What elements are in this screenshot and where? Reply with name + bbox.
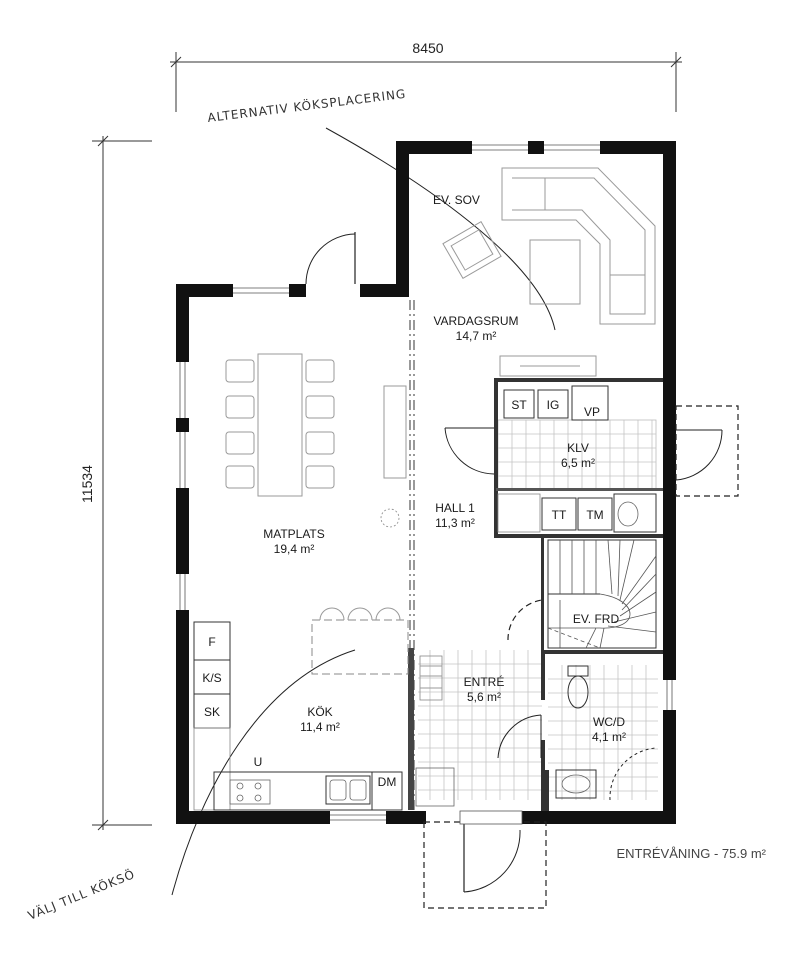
tile-grid-entre bbox=[418, 650, 542, 800]
wc-inner-door[interactable] bbox=[609, 747, 657, 801]
interior-walls bbox=[408, 300, 663, 811]
tile-grid-wc bbox=[548, 665, 658, 800]
kitchen-counter bbox=[213, 767, 455, 811]
room-label-klv: KLV bbox=[567, 441, 589, 455]
fixture-label-ks: K/S bbox=[202, 671, 221, 685]
room-label-matplats: MATPLATS bbox=[263, 527, 325, 541]
staircase bbox=[547, 539, 657, 649]
room-area-wcd: 4,1 m² bbox=[592, 730, 626, 744]
exterior-walls bbox=[176, 141, 676, 824]
klv-door[interactable] bbox=[444, 427, 495, 475]
room-label-kok: KÖK bbox=[307, 705, 332, 719]
dimension-height-label: 11534 bbox=[79, 465, 95, 503]
room-area-hall: 11,3 m² bbox=[435, 516, 475, 530]
shoe-rack bbox=[419, 655, 443, 701]
room-area-kok: 11,4 m² bbox=[300, 720, 340, 734]
room-label-wcd: WC/D bbox=[593, 715, 625, 729]
floor-caption: ENTRÉVÅNING - 75.9 m² bbox=[616, 846, 766, 861]
tv-unit bbox=[499, 355, 597, 377]
alternative-kitchen-arrow bbox=[325, 127, 556, 331]
room-label-vardagsrum: VARDAGSRUM bbox=[433, 314, 518, 328]
windows bbox=[176, 141, 676, 824]
coffee-table bbox=[529, 239, 581, 305]
wc-door[interactable] bbox=[497, 714, 542, 759]
fixture-label-u: U bbox=[254, 755, 263, 769]
kitchen-island-note: VÄLJ TILL KÖKSÖ bbox=[25, 865, 137, 923]
room-area-klv: 6,5 m² bbox=[561, 456, 595, 470]
sink-icon bbox=[555, 769, 597, 799]
dimension-width-label: 8450 bbox=[412, 40, 443, 56]
kitchen-island bbox=[311, 607, 409, 675]
ceiling-light-icon bbox=[380, 508, 400, 528]
dining-top-door[interactable] bbox=[305, 232, 360, 297]
side-porch bbox=[675, 405, 739, 497]
entrance-door[interactable] bbox=[459, 810, 523, 893]
dining-sideboard bbox=[383, 385, 407, 479]
fixture-label-tt: TT bbox=[552, 508, 567, 522]
room-label-entre: ENTRÉ bbox=[464, 674, 505, 689]
entrance-canopy bbox=[423, 821, 547, 909]
room-area-entre: 5,6 m² bbox=[467, 690, 501, 704]
room-area-matplats: 19,4 m² bbox=[274, 542, 315, 556]
fixture-label-st: ST bbox=[511, 398, 527, 412]
dining-table bbox=[225, 353, 335, 497]
kitchen-tall-units bbox=[193, 621, 231, 811]
toilet-icon bbox=[567, 665, 589, 709]
fixture-label-sk: SK bbox=[204, 705, 220, 719]
room-label-ev-frd: EV. FRD bbox=[573, 612, 620, 626]
dimension-height: 11534 bbox=[79, 135, 152, 831]
fixture-label-f: F bbox=[208, 635, 215, 649]
fixture-label-tm: TM bbox=[586, 508, 603, 522]
room-label-hall: HALL 1 bbox=[435, 501, 475, 515]
fixture-label-ig: IG bbox=[547, 398, 560, 412]
fixture-label-dm: DM bbox=[378, 775, 397, 789]
kitchen-island-arrow bbox=[171, 649, 356, 896]
room-label-ev-sov: EV. SOV bbox=[433, 193, 480, 207]
tile-grid-klv bbox=[497, 419, 657, 491]
laundry-fixtures bbox=[497, 385, 657, 533]
fixture-label-vp: VP bbox=[584, 405, 600, 419]
room-area-vardagsrum: 14,7 m² bbox=[456, 329, 497, 343]
armchair bbox=[442, 220, 502, 280]
dimension-width: 8450 bbox=[170, 40, 682, 112]
alternative-kitchen-note: ALTERNATIV KÖKSPLACERING bbox=[206, 85, 407, 125]
storage-door[interactable] bbox=[507, 599, 543, 641]
side-door[interactable] bbox=[675, 429, 723, 481]
sofa-corner bbox=[501, 167, 656, 325]
